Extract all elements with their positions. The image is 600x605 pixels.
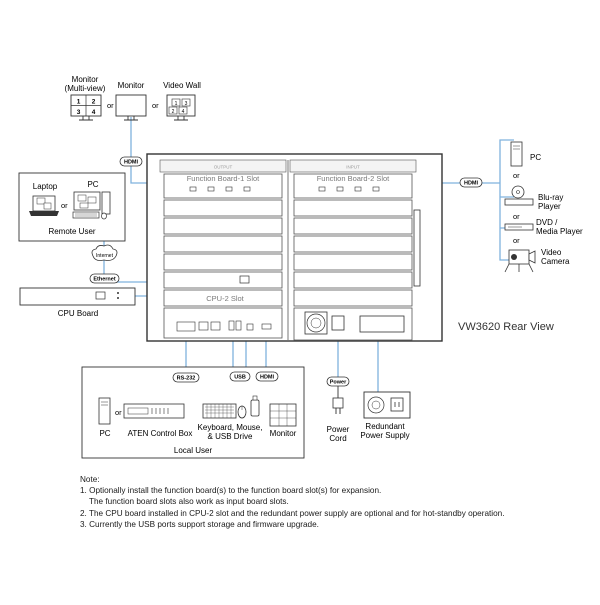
- video-wall-label: Video Wall: [163, 81, 201, 90]
- video-wall-cell: 2: [172, 109, 175, 115]
- multiview-cell: 2: [92, 99, 96, 106]
- monitor-multiview: Monitor(Multi-view) 1 2 3 4: [65, 75, 106, 121]
- note-line: 2. The CPU board installed in CPU-2 slot…: [80, 508, 505, 518]
- slot2-label: Function Board-2 Slot: [317, 174, 390, 183]
- hdmi-tag-local: HDMI: [255, 371, 279, 382]
- monitor-multiview-label: Monitor(Multi-view): [65, 75, 106, 93]
- chassis-mark: INPUT: [346, 165, 360, 170]
- or-label: or: [513, 171, 520, 180]
- control-box-label: ATEN Control Box: [128, 429, 193, 438]
- note-line: 1. Optionally install the function board…: [80, 486, 382, 496]
- bluray-player-icon: [504, 185, 534, 206]
- dvd-player-icon: [504, 223, 534, 231]
- slot1-label: Function Board-1 Slot: [187, 174, 260, 183]
- notes-block: Note: 1. Optionally install the function…: [80, 474, 590, 530]
- redundant-psu-icon: [363, 391, 411, 419]
- multiview-cell: 3: [77, 109, 81, 116]
- or-label: or: [152, 101, 159, 110]
- rs232-tag: RS-232: [172, 372, 200, 383]
- or-label: or: [513, 236, 520, 245]
- note-line: 3. Currently the USB ports support stora…: [80, 519, 319, 529]
- local-pc-label: PC: [99, 429, 110, 438]
- video-wall-cell: 1: [175, 101, 178, 107]
- local-user-label: Local User: [174, 446, 213, 455]
- remote-user-box: Laptop PC or Remote User: [18, 172, 126, 242]
- power-tag: Power: [326, 376, 350, 387]
- svg-text:Internet: Internet: [96, 253, 114, 259]
- or-label: or: [115, 408, 122, 417]
- pc-source-label: PC: [530, 153, 541, 162]
- power-plug-icon: [332, 386, 344, 414]
- note-line: The function board slots also work as in…: [89, 497, 289, 507]
- video-wall-cell: 4: [182, 109, 185, 115]
- cpu-2-slot: [163, 289, 283, 307]
- hdmi-input-cable: [400, 139, 514, 261]
- right-io-slots: [293, 199, 413, 307]
- keyboard-mouse-label: Keyboard, Mouse,& USB Drive: [198, 423, 263, 441]
- or-label: or: [107, 101, 114, 110]
- local-pc-icon: [98, 397, 111, 425]
- ethernet-tag: Ethernet: [89, 273, 120, 284]
- or-label: or: [61, 201, 68, 210]
- cpu-io-ports: [176, 320, 272, 332]
- svg-text:HDMI: HDMI: [260, 375, 275, 381]
- rear-view-label: VW3620 Rear View: [458, 321, 554, 333]
- remote-user-label: Remote User: [48, 227, 95, 236]
- laptop-icon: [29, 195, 59, 216]
- cpu2-label: CPU-2 Slot: [206, 294, 244, 303]
- control-box-icon: [123, 403, 185, 419]
- mouse-icon: [237, 405, 247, 419]
- svg-text:Power: Power: [330, 380, 347, 386]
- laptop-label: Laptop: [33, 182, 58, 191]
- monitor-single: Monitor: [115, 81, 147, 121]
- hdmi-tag-right: HDMI: [459, 177, 483, 188]
- internet-tag: Internet: [91, 244, 118, 261]
- video-wall-cell: 3: [185, 101, 188, 107]
- pc-desktop-icon: [72, 191, 111, 220]
- usb-cable: [219, 337, 256, 398]
- svg-text:HDMI: HDMI: [124, 160, 139, 166]
- multiview-cell: 4: [92, 109, 96, 116]
- svg-text:RS-232: RS-232: [177, 376, 196, 382]
- pc-label: PC: [87, 180, 98, 189]
- usb-tag: USB: [229, 371, 251, 382]
- psu-bay: [293, 307, 413, 341]
- multiview-cell: 1: [77, 99, 81, 106]
- function-board-1-slot: [163, 173, 283, 199]
- svg-text:Ethernet: Ethernet: [93, 277, 115, 283]
- function-board-2-slot: [293, 173, 413, 199]
- left-io-slots: [163, 199, 283, 289]
- hdmi-port-row: [189, 186, 380, 192]
- video-camera-icon: [504, 249, 536, 273]
- local-monitor-icon: [269, 403, 297, 427]
- monitor-label: Monitor: [118, 81, 145, 90]
- cpu-board-label: CPU Board: [58, 309, 98, 318]
- local-monitor-label: Monitor: [270, 429, 297, 438]
- hdmi-tag-top: HDMI: [119, 156, 143, 167]
- chassis-mark: OUTPUT: [214, 165, 233, 170]
- dvd-label: DVD /Media Player: [536, 218, 583, 236]
- pc-tower-icon: [510, 141, 523, 167]
- svg-text:USB: USB: [234, 375, 246, 381]
- cpu-board: CPU Board: [19, 287, 136, 318]
- svg-text:HDMI: HDMI: [464, 181, 479, 187]
- keyboard-icon: [202, 403, 237, 419]
- usb-drive-icon: [250, 395, 260, 417]
- notes-title: Note:: [80, 475, 100, 484]
- or-label: or: [513, 212, 520, 221]
- video-wall: Video Wall 1 3 2 4: [163, 81, 201, 121]
- chassis: OUTPUT INPUT Function Board-1 Slot Funct…: [146, 153, 554, 342]
